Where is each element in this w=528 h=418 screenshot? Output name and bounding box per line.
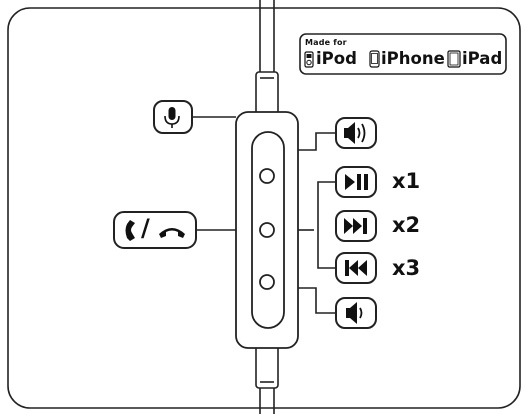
remote-button-center[interactable] [259,222,275,238]
play-pause-icon [345,174,368,190]
ipad-icon [447,50,461,68]
ipad-label: iPad [462,49,503,68]
next-track-callout [335,210,377,242]
microphone-callout [153,100,236,134]
remote-button-top[interactable] [259,168,275,184]
iphone-icon [369,50,380,68]
volume-up-icon [344,122,366,144]
phone-call-end-icon [125,220,185,241]
ipod-label: iPod [316,49,357,68]
volume-down-icon [346,302,363,324]
single-click-label: x1 [392,169,421,193]
cable-bottom [255,341,279,414]
play-pause-callout [335,166,377,198]
right-connectors [298,132,336,314]
made-for-badge [299,33,507,75]
iphone-label: iPhone [381,49,445,68]
double-click-label: x2 [392,213,421,237]
remote-button-bottom[interactable] [259,274,275,290]
cable-top [255,0,279,117]
volume-up-callout [335,117,377,149]
ipod-icon [304,51,314,68]
call-separator: / [141,214,150,242]
previous-track-icon [345,260,367,276]
next-track-icon [344,218,367,234]
made-for-label: Made for [305,38,347,47]
volume-down-callout [335,297,377,329]
triple-click-label: x3 [392,256,421,280]
previous-track-callout [335,252,377,284]
microphone-icon [164,107,180,128]
call-callout [113,211,236,249]
